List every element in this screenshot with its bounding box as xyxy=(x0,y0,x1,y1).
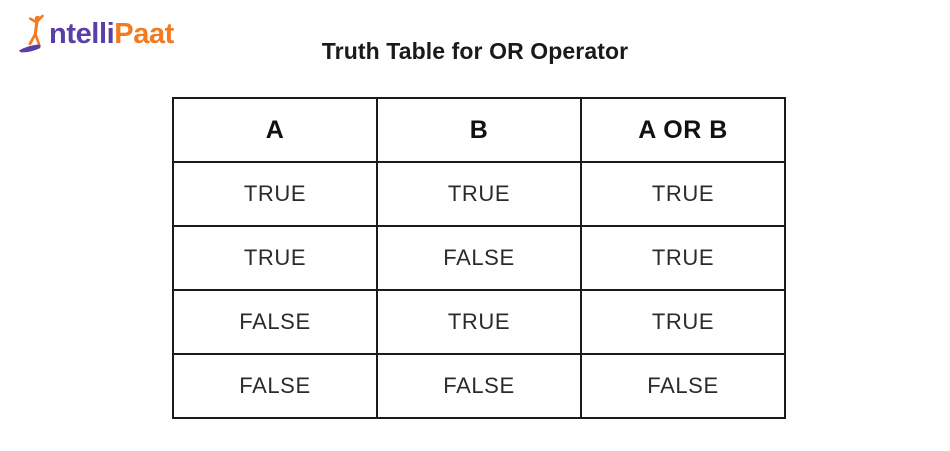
cell-a: FALSE xyxy=(172,353,378,419)
cell-a-or-b: TRUE xyxy=(580,161,786,227)
logo-wordmark-primary: ntelli xyxy=(49,17,115,50)
table-row: TRUE FALSE TRUE xyxy=(172,225,786,291)
column-header-a: A xyxy=(172,97,378,163)
truth-table: A B A OR B TRUE TRUE TRUE TRUE FALSE TRU… xyxy=(172,97,786,419)
table-header-row: A B A OR B xyxy=(172,97,786,163)
logo-wordmark-secondary: Paat xyxy=(114,17,174,50)
table-header: A B A OR B xyxy=(172,97,786,163)
cell-b: TRUE xyxy=(376,289,582,355)
column-header-b: B xyxy=(376,97,582,163)
table-row: TRUE TRUE TRUE xyxy=(172,161,786,227)
column-header-a-or-b: A OR B xyxy=(580,97,786,163)
cell-a-or-b: FALSE xyxy=(580,353,786,419)
cell-a-or-b: TRUE xyxy=(580,289,786,355)
intellipaat-figure-icon xyxy=(19,14,44,53)
table-row: FALSE TRUE TRUE xyxy=(172,289,786,355)
page-title: Truth Table for OR Operator xyxy=(321,38,629,64)
table-row: FALSE FALSE FALSE xyxy=(172,353,786,419)
cell-b: TRUE xyxy=(376,161,582,227)
cell-a: TRUE xyxy=(172,225,378,291)
cell-a-or-b: TRUE xyxy=(580,225,786,291)
intellipaat-logo: ntelliPaat xyxy=(18,12,174,56)
cell-b: FALSE xyxy=(376,353,582,419)
cell-a: FALSE xyxy=(172,289,378,355)
cell-b: FALSE xyxy=(376,225,582,291)
logo-wordmark: ntelliPaat xyxy=(49,17,174,50)
cell-a: TRUE xyxy=(172,161,378,227)
table-body: TRUE TRUE TRUE TRUE FALSE TRUE FALSE TRU… xyxy=(172,161,786,419)
